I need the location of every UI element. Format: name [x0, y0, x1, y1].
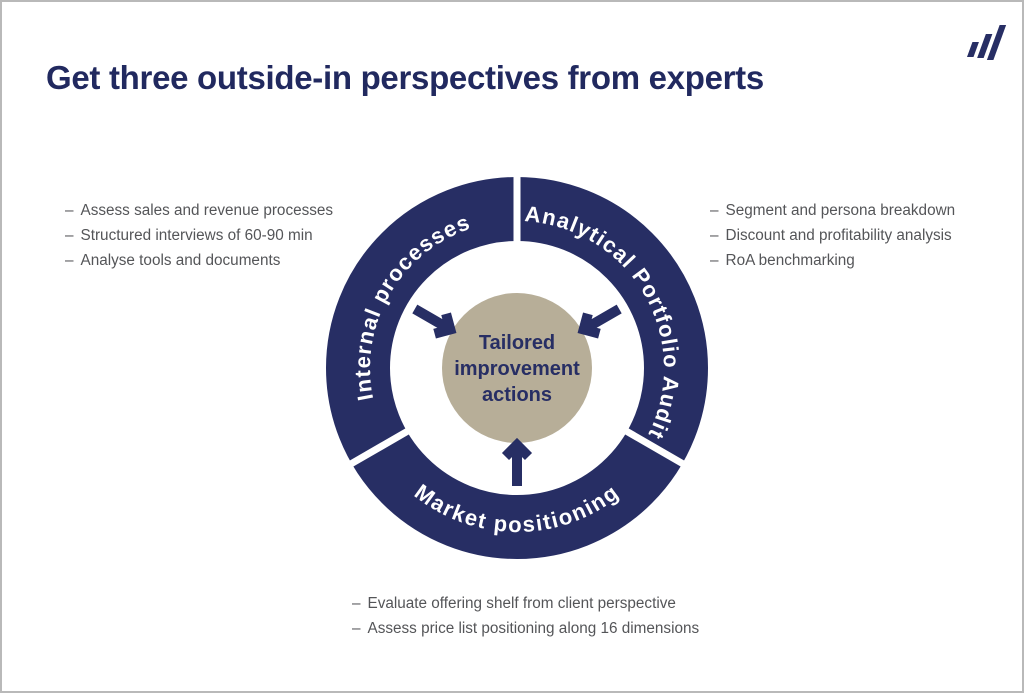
outside-in-donut-diagram: Internal processes Analytical Portfolio …	[326, 166, 708, 559]
inward-arrow-icon-analytical-portfolio-audit	[577, 304, 622, 339]
slide-title: Get three outside-in perspectives from e…	[46, 59, 764, 96]
ascending-bars-logo-icon	[966, 25, 1007, 60]
dash-bullet: –	[710, 252, 719, 269]
internal-processes-notes-list: –Assess sales and revenue processes –Str…	[65, 198, 333, 273]
dash-bullet: –	[65, 252, 74, 269]
note-item: –Evaluate offering shelf from client per…	[352, 591, 699, 616]
logo-bar-medium	[977, 34, 993, 58]
note-item: –Assess sales and revenue processes	[65, 198, 333, 223]
center-circle	[442, 293, 592, 443]
note-text: Assess price list positioning along 16 d…	[367, 620, 700, 637]
note-text: Assess sales and revenue processes	[80, 202, 334, 219]
inward-arrow-icon-internal-processes	[412, 304, 457, 339]
note-text: Discount and profitability analysis	[725, 227, 952, 244]
note-text: RoA benchmarking	[725, 252, 855, 269]
center-text-line: improvement	[454, 358, 580, 380]
dash-bullet: –	[65, 227, 74, 244]
segment-separator-bottom-right	[617, 423, 694, 473]
note-item: –Analyse tools and documents	[65, 248, 333, 273]
note-item: –Discount and profitability analysis	[710, 223, 955, 248]
note-item: –RoA benchmarking	[710, 248, 955, 273]
dash-bullet: –	[65, 202, 74, 219]
dash-bullet: –	[352, 620, 361, 637]
note-text: Structured interviews of 60-90 min	[80, 227, 313, 244]
dash-bullet: –	[710, 227, 719, 244]
note-item: –Assess price list positioning along 16 …	[352, 616, 699, 641]
dash-bullet: –	[352, 595, 361, 612]
note-item: –Structured interviews of 60-90 min	[65, 223, 333, 248]
market-positioning-notes-list: –Evaluate offering shelf from client per…	[352, 591, 699, 641]
dash-bullet: –	[710, 202, 719, 219]
note-text: Evaluate offering shelf from client pers…	[367, 595, 676, 612]
center-text-line: Tailored	[479, 332, 555, 354]
logo-bar-large	[986, 25, 1007, 60]
analytical-portfolio-audit-notes-list: –Segment and persona breakdown –Discount…	[710, 198, 955, 273]
logo-bar-small	[966, 42, 979, 57]
note-item: –Segment and persona breakdown	[710, 198, 955, 223]
segment-separator-bottom-left	[340, 423, 417, 473]
note-text: Segment and persona breakdown	[725, 202, 956, 219]
center-text-line: actions	[482, 384, 552, 406]
note-text: Analyse tools and documents	[80, 252, 281, 269]
logo-bars	[966, 25, 1007, 60]
inward-arrow-icon-market-positioning	[501, 437, 533, 486]
